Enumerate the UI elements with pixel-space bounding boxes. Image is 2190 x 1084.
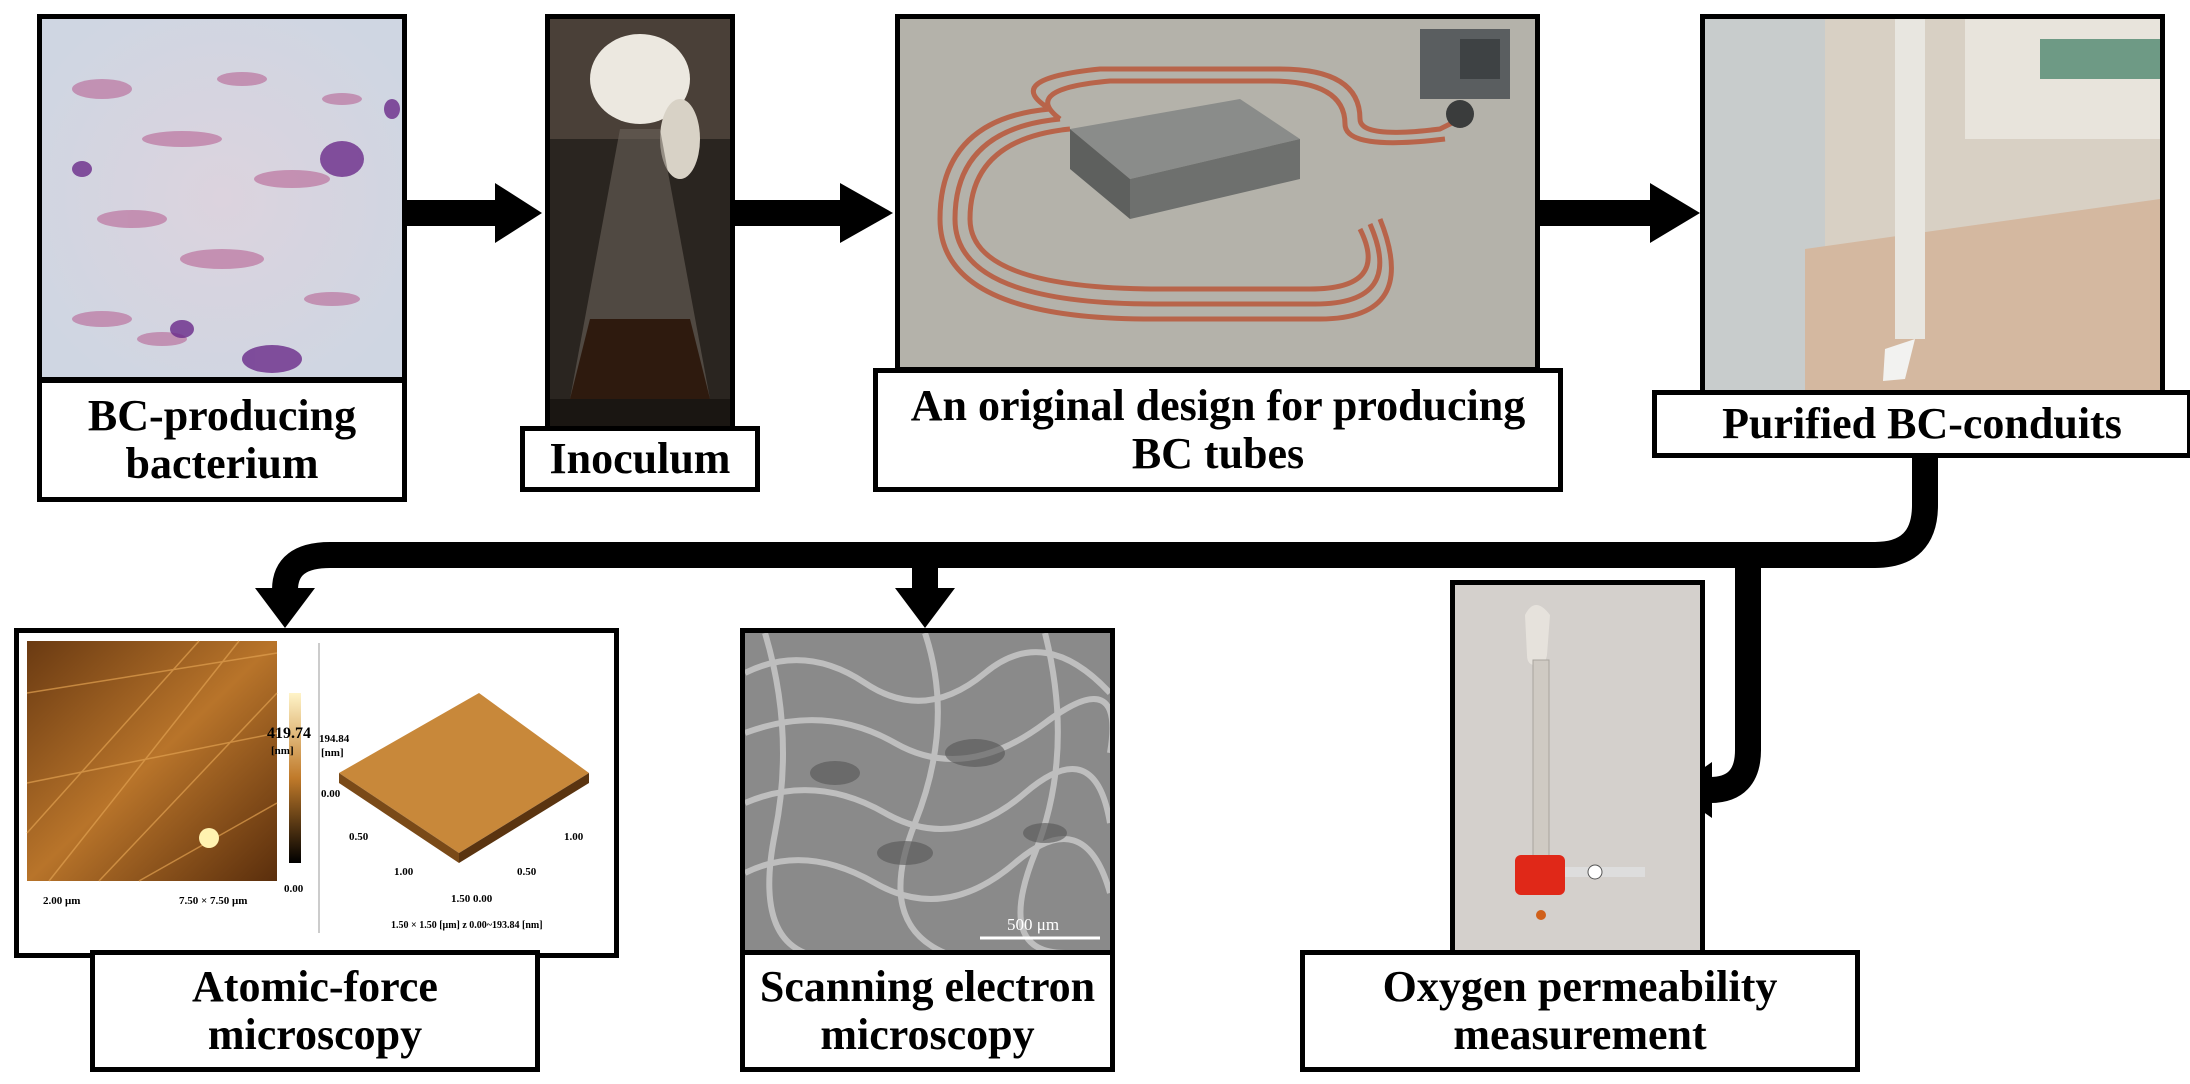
afm-tick-d: 0.50 (517, 866, 537, 878)
inoculum-photo (545, 14, 735, 434)
purified-label-text: Purified BC-conduits (1722, 399, 2122, 449)
sem-image-art (745, 633, 1110, 953)
oxygen-photo-art (1455, 585, 1700, 950)
purified-photo-art (1705, 19, 2160, 409)
afm-bar-unit: [nm] (271, 745, 294, 757)
bacterium-label-text: BC-producing bacterium (87, 391, 357, 488)
bacterium-micrograph-art (42, 19, 402, 377)
afm-bar-max: 419.74 (267, 725, 311, 742)
purified-label: Purified BC-conduits (1652, 390, 2190, 458)
afm-area-label: 7.50 × 7.50 μm (179, 895, 248, 907)
inoculum-label: Inoculum (520, 426, 760, 492)
oxygen-label-text: Oxygen permeability measurement (1382, 962, 1778, 1059)
afm-tick-c: 1.00 (564, 831, 584, 843)
afm-tick-b: 1.00 (394, 866, 414, 878)
arrow-head-sem (895, 588, 955, 628)
design-render (895, 14, 1540, 372)
bacterium-micrograph (37, 14, 407, 382)
arrow-inoculum-to-design (735, 183, 893, 243)
design-label: An original design for producing BC tube… (873, 368, 1563, 492)
afm-image: 2.00 μm 7.50 × 7.50 μm 419.74 [nm] 0.00 … (14, 628, 619, 958)
afm-label-text: Atomic-force microscopy (192, 962, 438, 1059)
afm-tick-e: 1.50 0.00 (451, 893, 493, 905)
inoculum-photo-art (550, 19, 730, 429)
arrow-head-afm (255, 588, 315, 628)
design-render-art (900, 19, 1535, 367)
oxygen-label: Oxygen permeability measurement (1300, 950, 1860, 1072)
sem-scale-label: 500 μm (1007, 915, 1060, 934)
afm-footer: 1.50 × 1.50 [μm] z 0.00~193.84 [nm] (391, 920, 543, 931)
afm-z-min: 0.00 (321, 788, 341, 800)
oxygen-photo (1450, 580, 1705, 955)
afm-z-unit: [nm] (321, 747, 344, 759)
sem-image: 500 μm (740, 628, 1115, 958)
arrow-design-to-purified (1540, 183, 1700, 243)
inoculum-label-text: Inoculum (549, 434, 731, 484)
arrow-bacterium-to-inoculum (405, 183, 542, 243)
bacterium-label: BC-producing bacterium (37, 378, 407, 502)
afm-scale-label: 2.00 μm (43, 895, 81, 907)
sem-label-text: Scanning electron microscopy (759, 962, 1096, 1059)
afm-z-max: 194.84 (319, 733, 350, 745)
afm-tick-a: 0.50 (349, 831, 369, 843)
purified-photo (1700, 14, 2165, 414)
afm-label: Atomic-force microscopy (90, 950, 540, 1072)
design-label-text: An original design for producing BC tube… (910, 381, 1526, 478)
sem-label: Scanning electron microscopy (740, 950, 1115, 1072)
afm-image-art (26, 640, 589, 933)
afm-bar-min: 0.00 (284, 883, 304, 895)
